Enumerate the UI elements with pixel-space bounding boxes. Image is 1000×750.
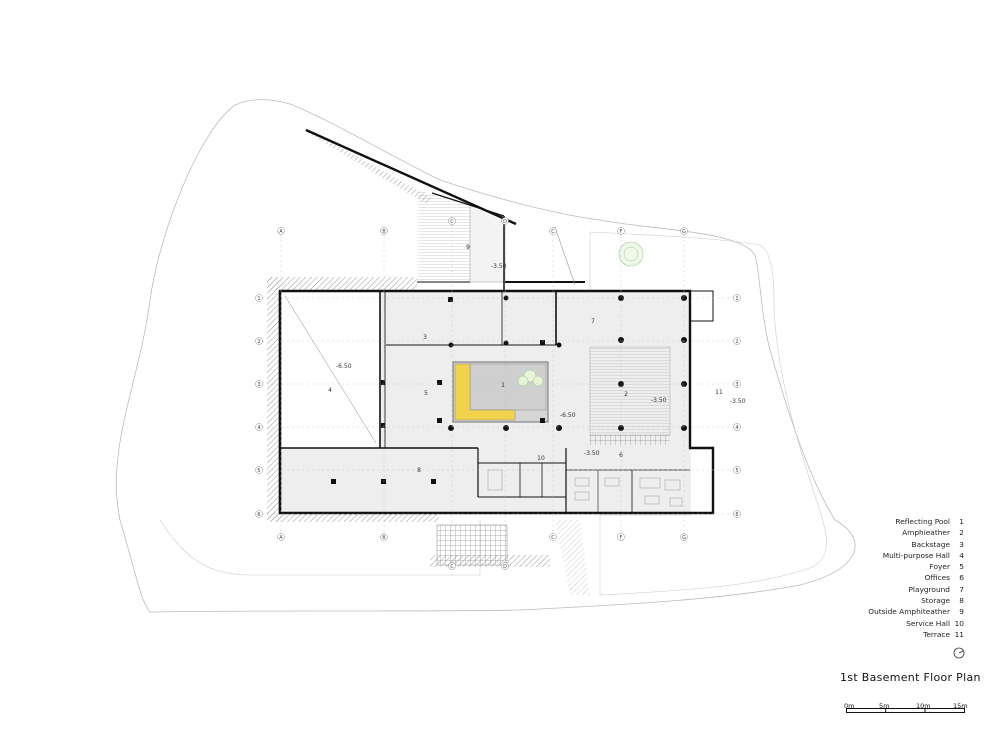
legend-row: Service Hall 10 (804, 618, 964, 629)
grid-row-label: 1 (257, 296, 260, 302)
legend-name: Backstage (911, 539, 950, 549)
amphitheater-seating (589, 346, 671, 436)
legend-name: Service Hall (906, 618, 950, 628)
legend-num: 6 (959, 573, 964, 583)
scale-bar (846, 708, 965, 713)
tree-icon (618, 241, 644, 267)
room-number: 6 (619, 452, 623, 459)
legend-name: Terrace (923, 629, 950, 639)
legend-row: Reflecting Pool 1 (804, 516, 964, 527)
room-number: 1 (501, 382, 505, 389)
grid-col-label: C (450, 219, 454, 225)
grid-row-label: 6 (257, 512, 260, 518)
site-outline-inner (589, 231, 827, 596)
grid-col-label: B (382, 535, 386, 541)
grid-col-label: C (450, 564, 454, 570)
legend-row: Backstage 3 (804, 539, 964, 550)
grid-bubbles (255, 217, 741, 570)
level-mark: -6.50 (336, 363, 352, 370)
grid-row-label: 4 (257, 425, 260, 431)
grid-row-label: 2 (257, 339, 260, 345)
grid-row-label: 3 (257, 382, 260, 388)
legend-num: 9 (959, 607, 964, 617)
scale-label: 5m (879, 702, 890, 710)
legend-name: Multi-purpose Hall (882, 550, 950, 560)
grid-row-label: 3 (735, 382, 738, 388)
legend-row: Foyer 5 (804, 561, 964, 572)
grid-row-label: 4 (735, 425, 738, 431)
north-arrow-icon (953, 647, 965, 659)
room-number: 5 (424, 390, 428, 397)
legend-num: 1 (959, 517, 964, 526)
grid-row-label: 5 (257, 468, 260, 474)
grid-col-label: F (620, 535, 623, 541)
legend-row: Multi-purpose Hall 4 (804, 550, 964, 561)
legend-name: Foyer (929, 562, 950, 572)
grid-col-label: C (551, 535, 555, 541)
legend: Reflecting Pool 1 Amphieather 2 Backstage 3… (804, 516, 964, 640)
legend-name: Offices (924, 573, 950, 583)
room-number: 10 (537, 455, 545, 462)
room-number: 4 (328, 387, 332, 394)
legend-name: Outside Amphiteather (868, 607, 950, 617)
room-number: 7 (591, 318, 595, 325)
grid-row-label: 5 (735, 468, 738, 474)
grid-row-label: 2 (735, 339, 738, 345)
scale-label: 0m (844, 702, 855, 710)
legend-row: Amphieather 2 (804, 527, 964, 538)
room-number: 3 (423, 334, 427, 341)
legend-row: Outside Amphiteather 9 (804, 606, 964, 617)
legend-num: 8 (959, 596, 964, 606)
grid-col-label: D (503, 564, 507, 570)
legend-num: 11 (954, 629, 964, 639)
grid-col-label: C (551, 229, 555, 235)
legend-name: Reflecting Pool (895, 517, 950, 526)
scale-label: 10m (916, 702, 931, 710)
level-mark: -6.50 (560, 412, 576, 419)
grid-col-label: G (682, 535, 686, 541)
grid-col-label: F (620, 229, 623, 235)
legend-num: 3 (959, 539, 964, 549)
level-mark: -3.50 (491, 263, 507, 270)
scale-label: 15m (953, 702, 968, 710)
room-number: 9 (466, 244, 470, 251)
yellow-stair (454, 363, 516, 421)
outside-amphitheater-steps (418, 190, 470, 282)
site-outline (115, 99, 856, 613)
legend-name: Playground (908, 584, 950, 594)
level-mark: -3.50 (651, 397, 667, 404)
legend-row: Terrace 11 (804, 629, 964, 640)
legend-num: 10 (954, 618, 964, 628)
legend-row: Playground 7 (804, 584, 964, 595)
columns (331, 295, 687, 484)
room-number: 2 (624, 391, 628, 398)
room-number: 8 (417, 467, 421, 474)
legend-num: 2 (959, 528, 964, 538)
legend-num: 4 (959, 550, 964, 560)
level-mark: -3.50 (730, 398, 746, 405)
grid-col-label: B (382, 229, 386, 235)
room-number: 11 (715, 389, 723, 396)
legend-row: Storage 8 (804, 595, 964, 606)
grid-row-label: 6 (735, 512, 738, 518)
legend-row: Offices 6 (804, 572, 964, 583)
legend-name: Storage (921, 596, 950, 606)
drawing-title: 1st Basement Floor Plan (840, 671, 981, 684)
legend-num: 7 (959, 584, 964, 594)
level-mark: -3.50 (584, 450, 600, 457)
grid-col-label: G (682, 229, 686, 235)
grid-col-label: A (279, 535, 283, 541)
grid-row-label: 1 (735, 296, 738, 302)
legend-num: 5 (959, 562, 964, 572)
legend-name: Amphieather (902, 528, 950, 538)
grid-col-label: D (503, 219, 507, 225)
grid-col-label: A (279, 229, 283, 235)
retaining-hatch-left (267, 277, 280, 522)
